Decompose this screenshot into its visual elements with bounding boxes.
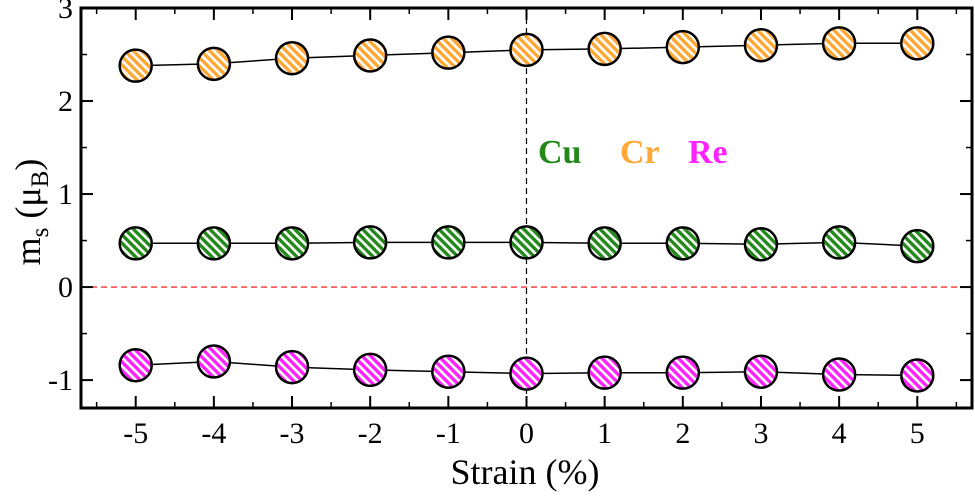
data-point-cr	[743, 27, 779, 63]
x-axis-label: Strain (%)	[451, 452, 600, 492]
data-point-re	[196, 344, 232, 379]
x-tick-label: 2	[675, 417, 690, 450]
y-tick-label: 0	[58, 271, 73, 304]
data-point-cu	[743, 227, 779, 262]
x-tick-label: -2	[358, 417, 383, 450]
legend-entry-cu: Cu	[538, 134, 581, 171]
x-tick-label: 5	[910, 417, 925, 450]
data-point-cr	[821, 26, 857, 61]
data-point-cr	[352, 38, 388, 73]
data-point-re	[509, 356, 544, 391]
x-tick-label: -5	[123, 417, 148, 450]
data-point-cr	[900, 26, 935, 61]
data-point-cr	[274, 40, 310, 76]
axis-ticks	[81, 7, 972, 408]
x-tick-label: 0	[519, 417, 534, 450]
data-point-cu	[431, 225, 466, 260]
legend: Cu Cr Re	[538, 134, 728, 171]
data-point-cu	[118, 226, 153, 261]
y-tick-label: 2	[58, 85, 73, 118]
y-tick-label: -1	[48, 364, 73, 397]
x-tick-label: -3	[280, 417, 305, 450]
data-point-re	[665, 355, 701, 390]
y-tick-label: 1	[58, 178, 73, 211]
y-axis-label: ms (μB)	[8, 159, 54, 266]
data-point-cu	[196, 226, 232, 261]
data-point-re	[587, 355, 622, 390]
data-point-re	[743, 354, 779, 389]
data-point-cr	[665, 29, 701, 65]
data-point-cu	[665, 226, 701, 261]
data-point-cu	[821, 225, 857, 260]
data-point-cu	[274, 226, 310, 261]
data-point-re	[431, 354, 466, 389]
y-tick-labels: -1 0 1 2 3	[48, 0, 73, 397]
data-point-re	[900, 358, 935, 393]
data-point-cr	[587, 31, 622, 67]
data-point-cr	[118, 48, 153, 83]
series-markers	[118, 26, 935, 393]
x-tick-label: -1	[436, 417, 461, 450]
data-point-cr	[509, 32, 544, 68]
x-tick-labels: -5 -4 -3 -2 -1 0 1 2 3 4 5	[123, 417, 925, 450]
legend-entry-re: Re	[688, 134, 728, 171]
data-point-re	[118, 347, 153, 383]
x-tick-label: 4	[832, 417, 847, 450]
x-tick-label: 3	[753, 417, 768, 450]
legend-entry-cr: Cr	[620, 134, 660, 171]
data-point-cu	[900, 228, 935, 264]
data-point-re	[821, 357, 857, 392]
x-tick-label: -4	[201, 417, 226, 450]
data-point-re	[274, 349, 310, 385]
data-point-re	[352, 352, 388, 388]
data-point-cu	[509, 225, 544, 260]
data-point-cr	[196, 46, 232, 82]
data-point-cu	[587, 226, 622, 261]
y-tick-label: 3	[58, 0, 73, 25]
reference-lines	[81, 8, 972, 408]
x-tick-label: 1	[597, 417, 612, 450]
data-point-cr	[431, 35, 466, 70]
data-point-cu	[352, 225, 388, 260]
